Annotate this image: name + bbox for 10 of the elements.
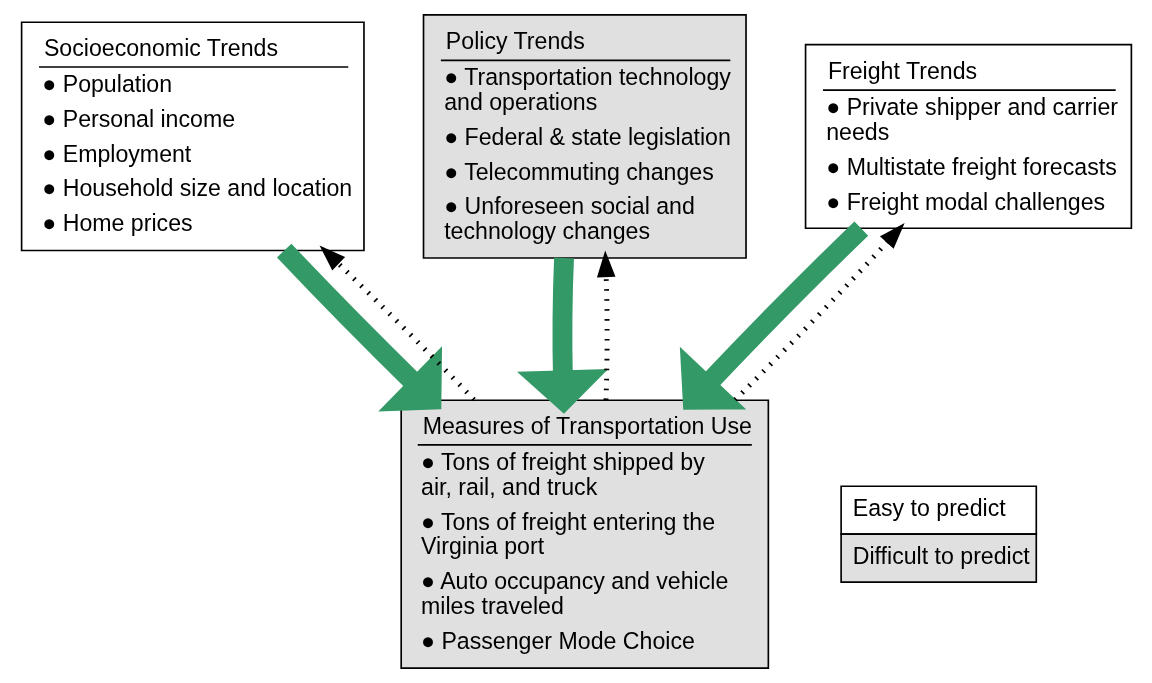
arrow (319, 245, 476, 402)
arrow (276, 243, 442, 412)
node-box: Socioeconomic Trends ● Population ● Personal income ● Employment ● Household size and location ● Home prices (20, 21, 365, 252)
node-box: Freight Trends ● Private shipper and carrier needs ● Multistate freight forecasts ● Freight modal challenges (804, 43, 1132, 230)
legend-label: Difficult to predict (852, 543, 1030, 570)
arrow (516, 257, 608, 414)
arrow (596, 250, 615, 401)
node-box: Measures of Transportation Use ● Tons of freight shipped by air, rail, and truck ● Tons of freight entering the Virginia port ● Auto occupancy and vehicle miles traveled ● Passenger Mode Choice (399, 399, 769, 669)
node-box: Policy Trends ● Transportation technology and operations ● Federal & state legislation ● Telecommuting changes ● Unforeseen social and technology changes (422, 14, 747, 259)
legend-label: Easy to predict (852, 495, 1006, 522)
